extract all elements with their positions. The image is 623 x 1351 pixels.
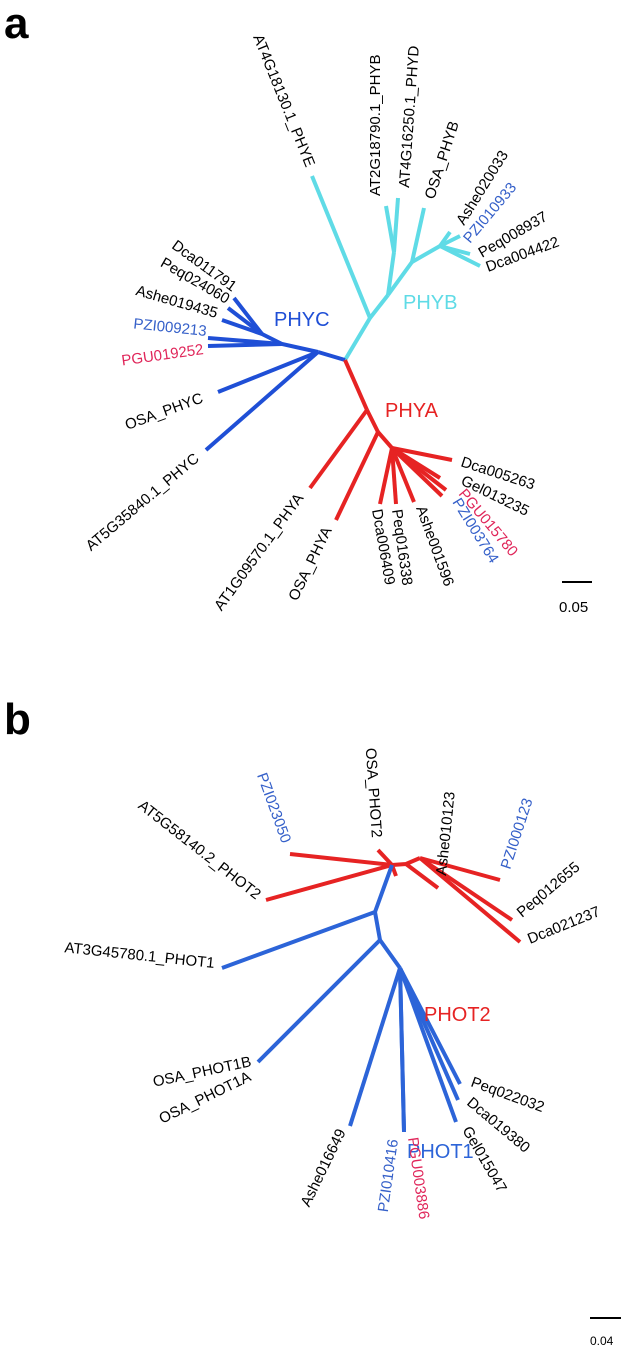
leaf-label-osa-phyc: OSA_PHYC bbox=[123, 390, 206, 434]
branch-pgu019252 bbox=[207, 342, 283, 348]
branch-peq016338 bbox=[390, 447, 398, 505]
branch-phya-stem bbox=[343, 359, 369, 411]
leaf-label-pzi023050: PZI023050 bbox=[253, 771, 294, 846]
clade-label-phya: PHYA bbox=[385, 400, 439, 422]
phyb-clade-branches bbox=[310, 175, 481, 362]
branch-phyb-monocot-stem bbox=[386, 260, 414, 297]
leaf-label-ashe010123: Ashe010123 bbox=[433, 791, 459, 877]
branch-pzi023050 bbox=[289, 852, 393, 867]
leaf-label-osa-phya: OSA_PHYA bbox=[285, 524, 335, 603]
phot2-clade-branches bbox=[265, 848, 522, 944]
panel-a-letter: a bbox=[4, 0, 29, 48]
leaf-label-ashe001596: Ashe001596 bbox=[412, 504, 457, 589]
branch-at5g58140 bbox=[265, 863, 393, 902]
branch-pgu003886 bbox=[398, 967, 406, 1131]
scale-bar-b-label: 0.04 bbox=[590, 1334, 614, 1348]
branch-ashe019435 bbox=[221, 318, 263, 336]
branch-phyc-stem bbox=[317, 350, 346, 362]
clade-label-phot1: PHOT1 bbox=[407, 1141, 474, 1163]
leaf-label-pzi009213: PZI009213 bbox=[133, 315, 208, 340]
leaf-label-osa-phot2: OSA_PHOT2 bbox=[362, 747, 385, 838]
leaf-label-at5g58140: AT5G58140.2_PHOT2 bbox=[135, 797, 264, 903]
branch-ashe010123 bbox=[404, 862, 440, 890]
leaf-label-at2g18790: AT2G18790.1_PHYB bbox=[367, 55, 384, 196]
leaf-label-at5g35840: AT5G35840.1_PHYC bbox=[83, 450, 203, 555]
phyc-clade-branches bbox=[204, 296, 346, 452]
branch-ashe016649 bbox=[348, 967, 402, 1127]
branch-phyb-inner bbox=[386, 251, 396, 296]
clade-label-phyb: PHYB bbox=[403, 292, 457, 314]
leaf-label-pzi000123: PZI000123 bbox=[498, 796, 537, 871]
branch-peq022032 bbox=[398, 967, 462, 1085]
branch-phot1-stem bbox=[373, 864, 394, 913]
leaf-label-ashe016649: Ashe016649 bbox=[297, 1126, 349, 1209]
branch-osa-phot2 bbox=[376, 848, 394, 867]
branch-ashe001596 bbox=[390, 447, 416, 503]
branch-osa-phot1 bbox=[256, 938, 382, 1064]
branch-phyb-orchid-stem bbox=[411, 244, 441, 264]
scale-bar-a-label: 0.05 bbox=[559, 599, 588, 616]
branch-phya-inner bbox=[365, 409, 380, 433]
branch-pzi000123 bbox=[419, 856, 501, 882]
leaf-label-at4g16250: AT4G16250.1_PHYD bbox=[396, 45, 423, 188]
branch-at3g45780 bbox=[221, 910, 376, 970]
clade-label-phyc: PHYC bbox=[274, 309, 330, 331]
leaf-label-pgu019252: PGU019252 bbox=[120, 341, 204, 369]
leaf-label-pzi010416: PZI010416 bbox=[375, 1138, 402, 1213]
branch-at4g18130 bbox=[310, 175, 372, 319]
leaf-label-at3g45780: AT3G45780.1_PHOT1 bbox=[64, 939, 216, 972]
branch-peq024060 bbox=[226, 306, 264, 336]
clade-label-phot2: PHOT2 bbox=[424, 1004, 491, 1026]
leaf-label-at4g18130: AT4G18130.1_PHYE bbox=[249, 32, 318, 170]
branch-dca004422 bbox=[439, 244, 481, 268]
branch-pzi010933 bbox=[439, 234, 461, 248]
branch-gel013235 bbox=[390, 446, 442, 480]
branch-at1g09570 bbox=[308, 408, 369, 490]
branch-phya-orchid-stem bbox=[376, 430, 394, 450]
branch-osa-phyb bbox=[410, 207, 426, 263]
branch-osa-phyc bbox=[217, 350, 319, 394]
branch-at4g16250 bbox=[392, 197, 400, 253]
branch-dca006409 bbox=[378, 447, 394, 505]
branch-dca005263 bbox=[391, 446, 453, 462]
phot1-clade-branches bbox=[221, 864, 462, 1133]
leaf-label-osa-phyb: OSA_PHYB bbox=[422, 119, 463, 201]
branch-at5g35840 bbox=[204, 350, 320, 452]
branch-phot2-orchid-stem bbox=[391, 856, 421, 867]
branch-dca021237 bbox=[418, 856, 522, 944]
branch-osa-phya bbox=[334, 431, 380, 521]
phya-clade-branches bbox=[308, 359, 453, 521]
panel-b-letter: b bbox=[4, 695, 31, 744]
